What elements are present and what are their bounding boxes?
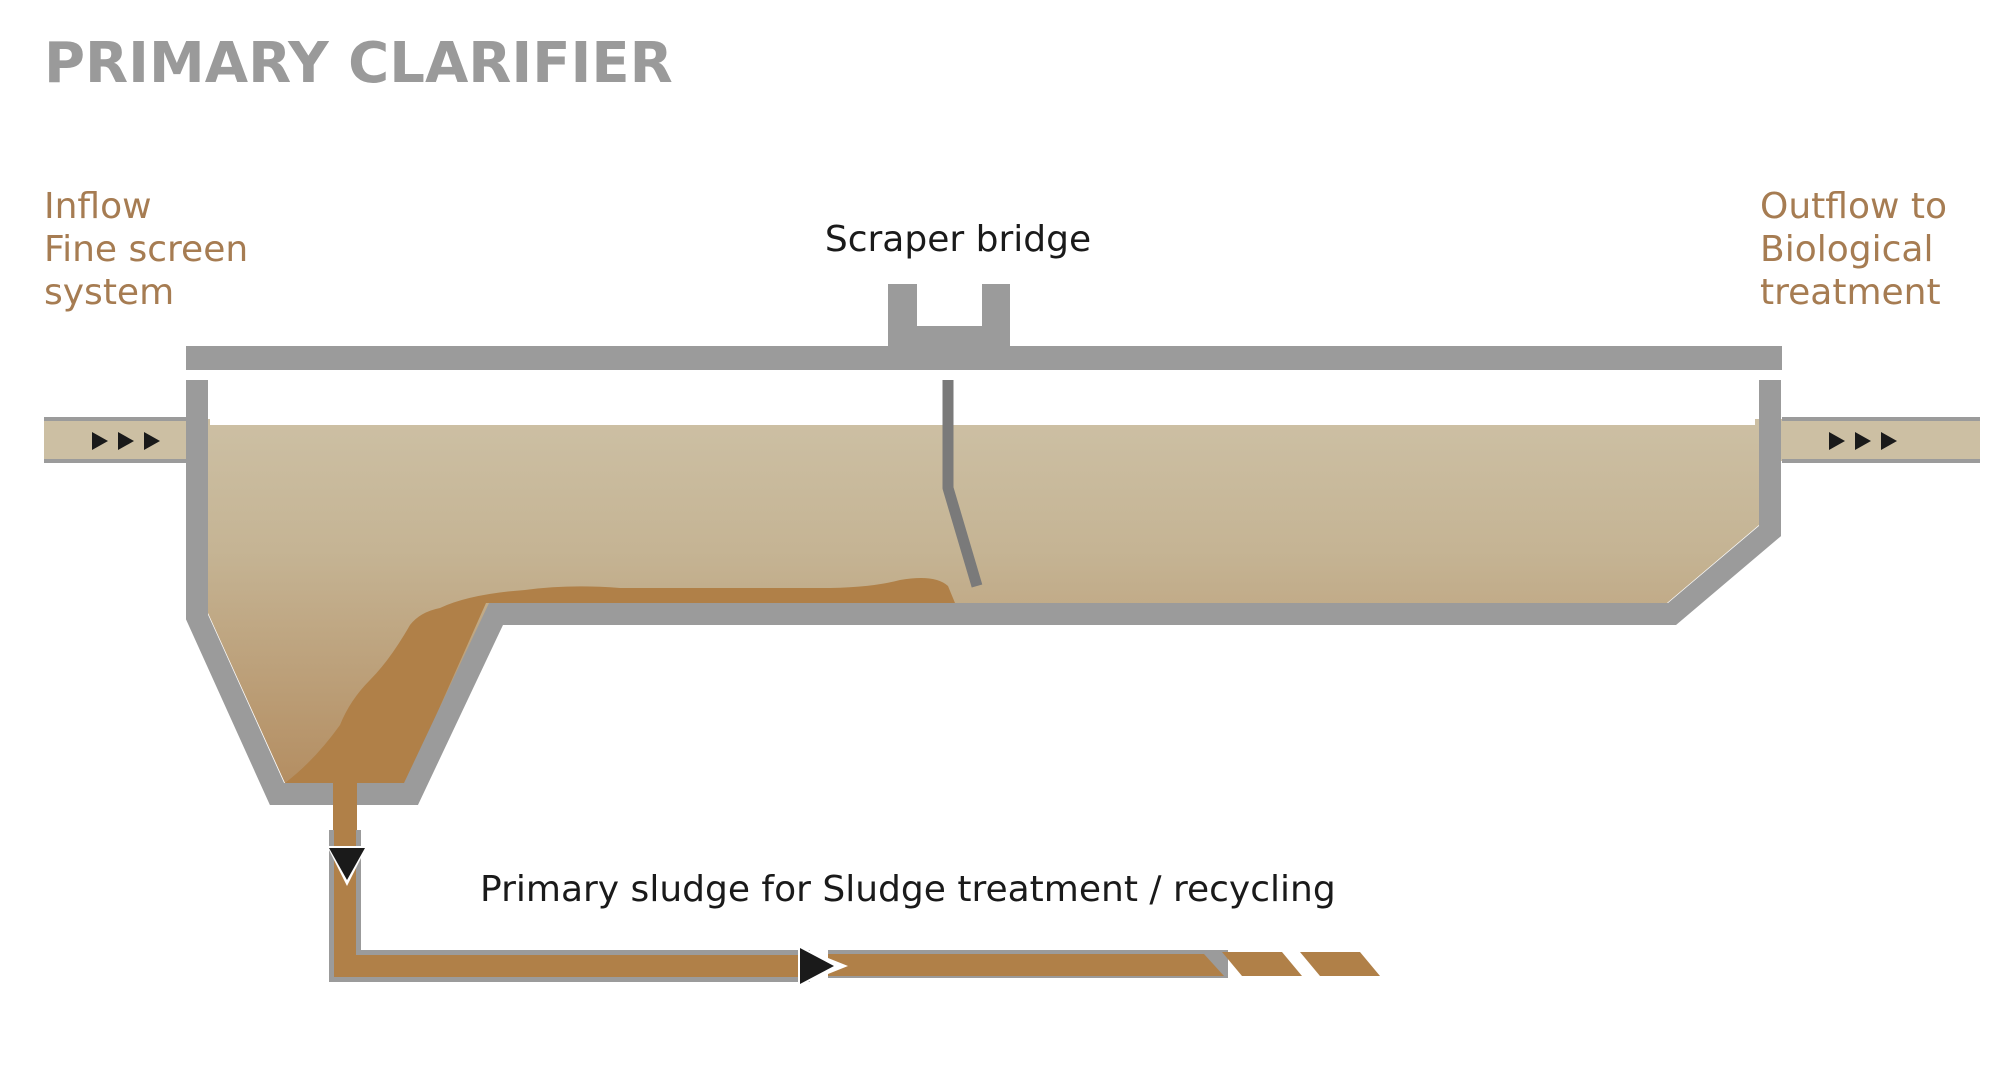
page-title: PRIMARY CLARIFIER (44, 31, 673, 96)
play-triangle-icon (1855, 432, 1871, 450)
outflow-label-line-1: Outflow to (1760, 186, 1947, 227)
play-triangle-icon (1829, 432, 1845, 450)
inflow-pipe (44, 417, 210, 463)
triangle-down-icon (329, 848, 365, 880)
outflow-label-line-3: treatment (1760, 272, 1941, 313)
bridge-drive-house (888, 284, 1010, 346)
play-triangle-icon (118, 432, 134, 450)
play-triangle-icon (144, 432, 160, 450)
inflow-arrows (92, 432, 160, 450)
inflow-label-line-3: system (44, 272, 174, 313)
scraper-bridge-label: Scraper bridge (825, 219, 1091, 260)
inflow-label-line-2: Fine screen (44, 229, 248, 270)
outflow-arrows (1829, 432, 1897, 450)
play-triangle-icon (92, 432, 108, 450)
triangle-right-icon (800, 948, 834, 984)
sludge-arrow-right (798, 946, 848, 986)
water-body (208, 425, 1759, 783)
inflow-label: Inflow Fine screen system (44, 186, 248, 313)
outflow-label: Outflow to Biological treatment (1760, 186, 1947, 313)
outflow-label-line-2: Biological (1760, 229, 1933, 270)
scraper-arm (942, 380, 983, 588)
play-triangle-icon (1881, 432, 1897, 450)
sludge-arrow-down (327, 846, 367, 886)
primary-sludge-label: Primary sludge for Sludge treatment / re… (480, 869, 1336, 910)
bridge-beam (186, 346, 1782, 370)
inflow-label-line-1: Inflow (44, 186, 152, 227)
sludge-deposit (285, 578, 955, 783)
basin-wall-left (186, 380, 1781, 805)
